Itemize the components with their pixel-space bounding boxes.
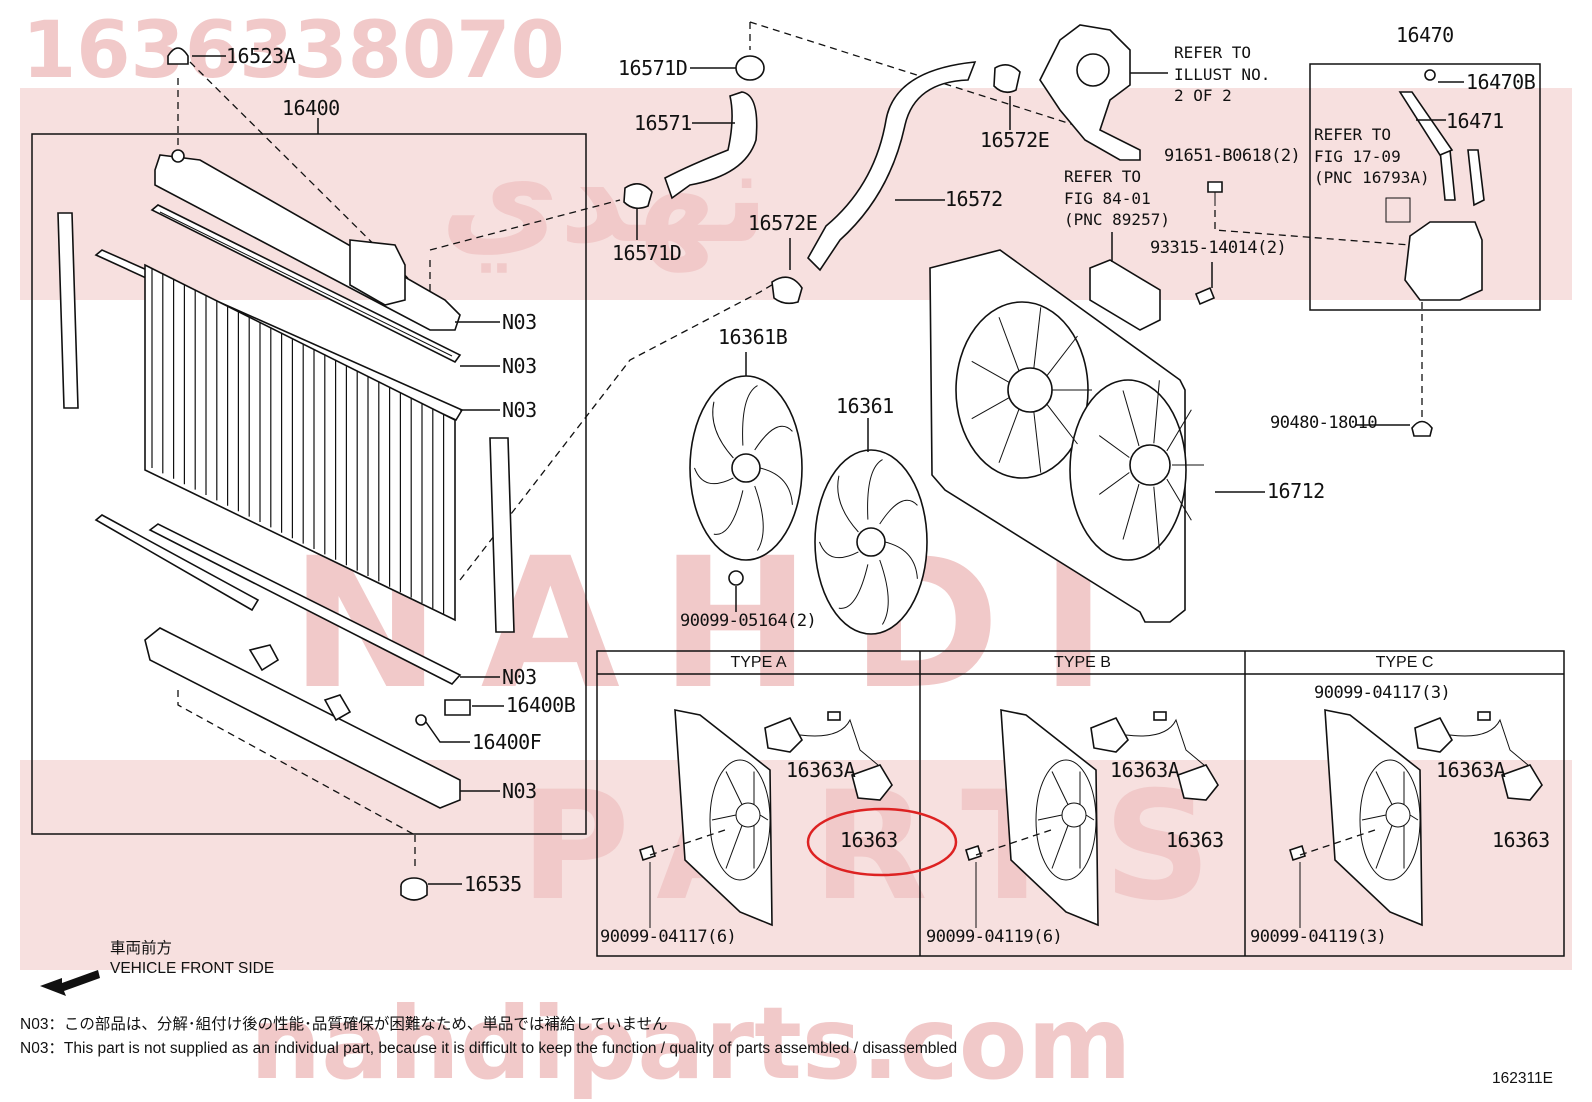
- type-panel-frame: [596, 650, 1565, 957]
- highlight-target-part: [806, 807, 958, 877]
- note-line: REFER TO: [1314, 125, 1392, 144]
- label-16712: 16712: [1267, 479, 1325, 503]
- note-line: REFER TO: [1174, 43, 1252, 62]
- type-b-header: TYPE B: [1054, 654, 1111, 671]
- label-90480-18010: 90480-18010: [1270, 413, 1378, 433]
- note-line: 2 OF 2: [1174, 86, 1232, 106]
- type-c-header: TYPE C: [1375, 654, 1434, 671]
- watermark-band-bottom: [20, 760, 1572, 970]
- vehicle-front-jp: 車両前方: [110, 940, 173, 957]
- label-16361: 16361: [836, 394, 894, 418]
- footer-note-en: N03：This part is not supplied as an indi…: [20, 1040, 958, 1057]
- reservoir-frame: [1309, 63, 1541, 311]
- label-16535: 16535: [464, 872, 522, 896]
- label-16471: 16471: [1446, 109, 1504, 133]
- type-b-label-90099-04119: 90099-04119(6): [926, 927, 1063, 947]
- type-a-header: TYPE A: [730, 654, 787, 671]
- type-a-label-16363: 16363: [840, 828, 898, 852]
- type-b-label-16363: 16363: [1166, 828, 1224, 852]
- label-16361B: 16361B: [718, 325, 788, 349]
- note-line: FIG 84-01: [1064, 188, 1151, 208]
- label-n03-2: N03: [502, 354, 537, 378]
- label-16400B: 16400B: [506, 693, 576, 717]
- note-line: FIG 17-09: [1314, 146, 1401, 166]
- note-line: REFER TO: [1064, 167, 1142, 186]
- vehicle-front-arrow: [40, 970, 100, 996]
- type-c-label-90099-04117: 90099-04117(3): [1314, 683, 1451, 703]
- label-16523A: 16523A: [226, 44, 296, 68]
- figure-id: 162311E: [1492, 1070, 1553, 1087]
- note-line: (PNC 89257): [1064, 210, 1170, 230]
- note-refer-illust: REFER TO ILLUST NO. 2 OF 2: [1174, 42, 1270, 107]
- type-c-label-16363: 16363: [1492, 828, 1550, 852]
- label-16572E-mid: 16572E: [748, 211, 818, 235]
- label-16571: 16571: [634, 111, 692, 135]
- type-c-label-16363A: 16363A: [1436, 758, 1506, 782]
- vehicle-front-en: VEHICLE FRONT SIDE: [110, 960, 275, 977]
- footer-note-jp: N03：この部品は、分解･組付け後の性能･品質確保が困難なため、単品では補給して…: [20, 1016, 668, 1033]
- note-refer-fig17: REFER TO FIG 17-09 (PNC 16793A): [1314, 124, 1430, 189]
- label-16470B: 16470B: [1466, 70, 1536, 94]
- label-16400F: 16400F: [472, 730, 542, 754]
- label-90099-05164: 90099-05164(2): [680, 611, 817, 631]
- label-91651-B0618: 91651-B0618(2): [1164, 146, 1301, 166]
- label-16470: 16470: [1396, 23, 1454, 47]
- type-b-label-16363A: 16363A: [1110, 758, 1180, 782]
- type-a-label-16363A: 16363A: [786, 758, 856, 782]
- note-line: (PNC 16793A): [1314, 168, 1430, 188]
- type-a-label-90099-04117: 90099-04117(6): [600, 927, 737, 947]
- label-16571D-top: 16571D: [618, 56, 688, 80]
- label-16572: 16572: [945, 187, 1003, 211]
- type-c-label-90099-04119: 90099-04119(3): [1250, 927, 1387, 947]
- label-16571D-bottom: 16571D: [612, 241, 682, 265]
- label-16572E-top: 16572E: [980, 128, 1050, 152]
- label-n03-3: N03: [502, 398, 537, 422]
- label-n03-4: N03: [502, 665, 537, 689]
- note-line: ILLUST NO.: [1174, 64, 1271, 84]
- note-refer-fig84: REFER TO FIG 84-01 (PNC 89257): [1064, 166, 1170, 231]
- label-n03-1: N03: [502, 310, 537, 334]
- radiator-assembly-frame: [31, 133, 587, 835]
- radiator-core-fins: [151, 268, 445, 614]
- label-n03-5: N03: [502, 779, 537, 803]
- label-93315-14014: 93315-14014(2): [1150, 238, 1287, 258]
- label-16400: 16400: [282, 96, 340, 120]
